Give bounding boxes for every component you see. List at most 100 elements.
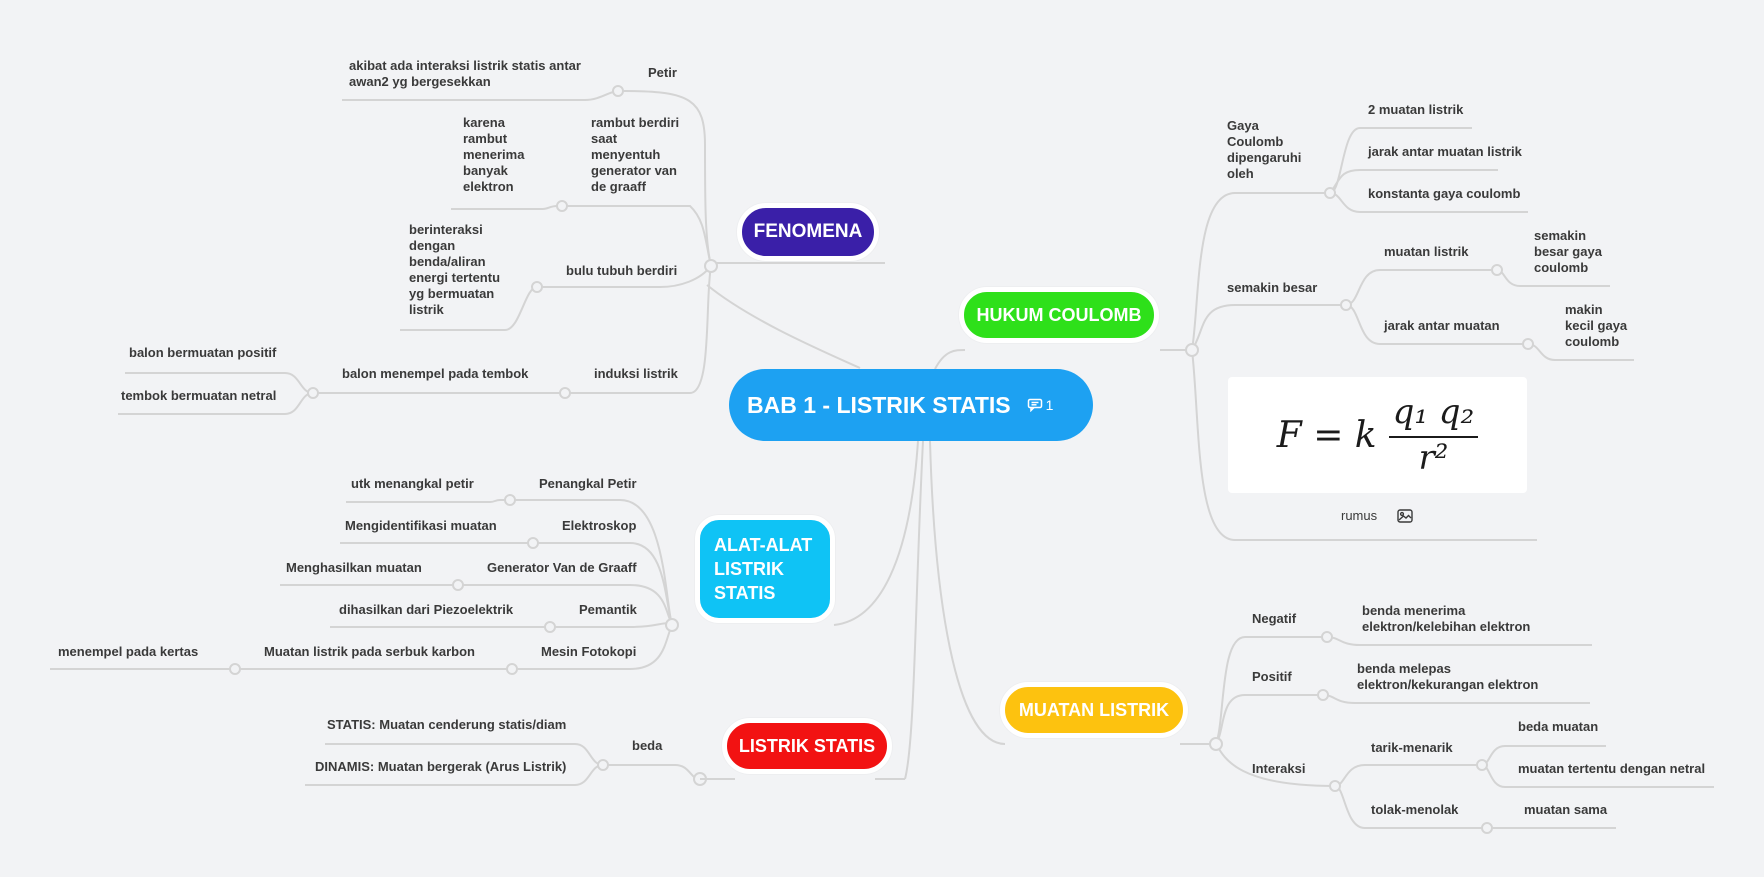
node-interaksi[interactable]: Interaksi — [1252, 761, 1306, 776]
node-tolak-menolak[interactable]: tolak-menolak — [1371, 802, 1459, 817]
collapse-toggle[interactable] — [504, 494, 516, 506]
node-konstanta[interactable]: konstanta gaya coulomb — [1368, 186, 1521, 201]
node-fotokopi[interactable]: Mesin Fotokopi — [541, 644, 637, 659]
central-topic[interactable]: BAB 1 - LISTRIK STATIS 1 — [729, 369, 1093, 441]
node-positif-detail[interactable]: benda melepas elektron/kekurangan elektr… — [1357, 661, 1539, 692]
connector — [1345, 269, 1497, 306]
collapse-toggle[interactable] — [307, 387, 319, 399]
node-penangkal-detail[interactable]: utk menangkal petir — [351, 476, 474, 491]
node-rumus[interactable]: rumus — [1341, 508, 1413, 523]
formula-lhs: F = k — [1276, 414, 1377, 456]
node-generator-detail[interactable]: Menghasilkan muatan — [286, 560, 422, 575]
connector — [833, 440, 919, 626]
node-beda[interactable]: beda — [632, 738, 663, 753]
collapse-toggle[interactable] — [531, 281, 543, 293]
connector — [346, 499, 510, 503]
topic-listrik-statis[interactable]: LISTRIK STATIS — [722, 718, 892, 774]
connector — [706, 284, 861, 369]
topic-fenomena[interactable]: FENOMENA — [737, 203, 879, 261]
connector — [533, 542, 673, 626]
node-pemantik-detail[interactable]: dihasilkan dari Piezoelektrik — [339, 602, 514, 617]
collapse-toggle[interactable] — [229, 663, 241, 675]
collapse-toggle[interactable] — [1522, 338, 1534, 350]
central-title: BAB 1 - LISTRIK STATIS — [747, 391, 1011, 418]
node-petir[interactable]: Petir — [648, 65, 677, 80]
collapse-toggle[interactable] — [556, 200, 568, 212]
node-muatan-netral[interactable]: muatan tertentu dengan netral — [1518, 761, 1706, 776]
topic-listrik-label: LISTRIK STATIS — [738, 735, 876, 756]
topic-muatan-listrik[interactable]: MUATAN LISTRIK — [1000, 682, 1188, 738]
comment-count: 1 — [1045, 397, 1054, 413]
node-dinamis[interactable]: DINAMIS: Muatan bergerak (Arus Listrik) — [315, 759, 567, 774]
collapse-toggle[interactable] — [1491, 264, 1503, 276]
node-balon-positif[interactable]: balon bermuatan positif — [129, 345, 277, 360]
collapse-toggle[interactable] — [1317, 689, 1329, 701]
node-jarak-muatan[interactable]: jarak antar muatan listrik — [1368, 144, 1522, 159]
node-balon[interactable]: balon menempel pada tembok — [342, 366, 529, 381]
node-fotokopi-detail[interactable]: Muatan listrik pada serbuk karbon — [264, 644, 475, 659]
collapse-toggle[interactable] — [704, 259, 718, 273]
node-induksi[interactable]: induksi listrik — [594, 366, 678, 381]
node-elektroskop[interactable]: Elektroskop — [562, 518, 637, 533]
collapse-toggle[interactable] — [1324, 187, 1336, 199]
collapse-toggle[interactable] — [1340, 299, 1352, 311]
node-2-muatan[interactable]: 2 muatan listrik — [1368, 102, 1464, 117]
coulomb-formula: F = k q₁ q₂ r² — [1276, 392, 1479, 478]
node-negatif-detail[interactable]: benda menerima elektron/kelebihan elektr… — [1362, 603, 1531, 634]
collapse-toggle[interactable] — [665, 618, 679, 632]
connector — [934, 349, 966, 370]
rumus-label: rumus — [1341, 508, 1378, 523]
collapse-toggle[interactable] — [612, 85, 624, 97]
node-penangkal-petir[interactable]: Penangkal Petir — [539, 476, 637, 491]
node-beda-muatan[interactable]: beda muatan — [1518, 719, 1599, 734]
node-positif[interactable]: Positif — [1252, 669, 1292, 684]
collapse-toggle[interactable] — [1185, 343, 1199, 357]
node-rambut-detail[interactable]: karena rambut menerima banyak elektron — [463, 115, 525, 194]
collapse-toggle[interactable] — [527, 537, 539, 549]
connector — [603, 764, 701, 780]
node-muatan-sama[interactable]: muatan sama — [1524, 802, 1608, 817]
node-generator[interactable]: Generator Van de Graaff — [487, 560, 637, 575]
node-elektroskop-detail[interactable]: Mengidentifikasi muatan — [345, 518, 497, 533]
node-negatif[interactable]: Negatif — [1252, 611, 1297, 626]
node-petir-detail[interactable]: akibat ada interaksi listrik statis anta… — [349, 58, 581, 89]
collapse-toggle[interactable] — [559, 387, 571, 399]
collapse-toggle[interactable] — [1321, 631, 1333, 643]
connector — [1191, 192, 1330, 351]
collapse-toggle[interactable] — [1209, 737, 1223, 751]
node-jarak-detail[interactable]: makin kecil gaya coulomb — [1565, 302, 1628, 349]
node-muatan-listrik-detail[interactable]: semakin besar gaya coulomb — [1534, 228, 1602, 275]
node-semakin-besar[interactable]: semakin besar — [1227, 280, 1318, 295]
collapse-toggle[interactable] — [1481, 822, 1493, 834]
connector — [562, 205, 712, 267]
connector — [1215, 636, 1327, 745]
connector — [1322, 694, 1590, 704]
node-tembok-netral[interactable]: tembok bermuatan netral — [121, 388, 277, 403]
node-statis[interactable]: STATIS: Muatan cenderung statis/diam — [327, 717, 567, 732]
collapse-toggle[interactable] — [597, 759, 609, 771]
connector — [451, 205, 562, 210]
node-rambut[interactable]: rambut berdiri saat menyentuh generator … — [591, 115, 680, 194]
topic-alat-alat[interactable]: ALAT-ALAT LISTRIK STATIS — [695, 515, 835, 623]
node-fotokopi-sub[interactable]: menempel pada kertas — [58, 644, 199, 659]
node-jarak[interactable]: jarak antar muatan — [1384, 318, 1500, 333]
node-bulu-detail[interactable]: berinteraksi dengan benda/aliran energi … — [409, 222, 501, 317]
connector — [565, 265, 712, 394]
node-tarik-menarik[interactable]: tarik-menarik — [1371, 740, 1453, 755]
comment-badge[interactable]: 1 — [1027, 397, 1054, 413]
formula-image[interactable]: F = k q₁ q₂ r² — [1228, 377, 1527, 493]
node-pemantik[interactable]: Pemantik — [579, 602, 637, 617]
collapse-toggle[interactable] — [452, 579, 464, 591]
collapse-toggle[interactable] — [1476, 759, 1488, 771]
node-gaya-coulomb[interactable]: Gaya Coulomb dipengaruhi oleh — [1227, 118, 1302, 181]
topic-fenomena-label: FENOMENA — [753, 221, 863, 242]
node-muatan-listrik[interactable]: muatan listrik — [1384, 244, 1469, 259]
topic-hukum-coulomb[interactable]: HUKUM COULOMB — [959, 287, 1159, 343]
connector — [904, 440, 924, 780]
collapse-toggle[interactable] — [1329, 780, 1341, 792]
connector — [929, 440, 1006, 745]
node-bulu-tubuh[interactable]: bulu tubuh berdiri — [566, 263, 678, 278]
collapse-toggle[interactable] — [544, 621, 556, 633]
collapse-toggle[interactable] — [506, 663, 518, 675]
